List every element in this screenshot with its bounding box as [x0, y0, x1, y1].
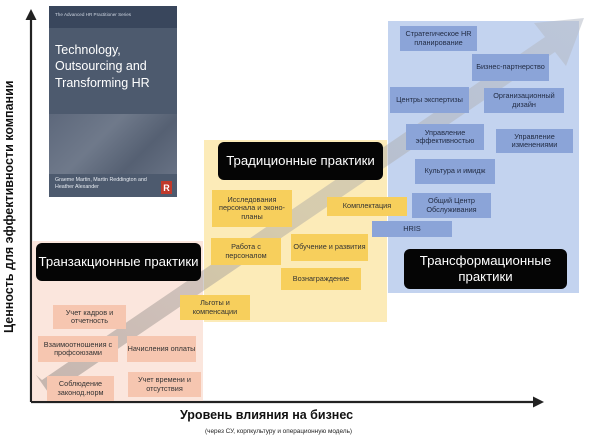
training-box: Обучение и развития	[291, 234, 368, 261]
time-tracking-box: Учет времени и отсутствия	[128, 372, 201, 397]
staff-research-box: Исследования персонала и эконо-планы	[212, 190, 292, 227]
staffing-box: Комплектация	[327, 197, 407, 216]
x-axis-arrowhead	[533, 396, 544, 408]
transactional-label: Транзакционные практики	[36, 243, 201, 281]
hris-box: HRIS	[372, 221, 452, 237]
x-axis-sublabel: (через СУ, корпкультуру и операционную м…	[205, 428, 353, 435]
publisher-logo-icon: R	[161, 181, 172, 194]
compensation-box: Вознаграждение	[281, 268, 361, 290]
book-cover-photo	[49, 114, 177, 174]
book-series-band	[49, 6, 177, 28]
y-axis-label: Ценность для эффективности компании	[2, 80, 16, 333]
benefits-box: Льготы и компенсации	[180, 295, 250, 320]
transformational-label: Трансформационные практики	[404, 249, 567, 289]
x-axis-label: Уровень влияния на бизнес	[180, 408, 354, 422]
expertise-centers-box: Центры экспертизы	[390, 87, 469, 113]
org-design-box: Организационный дизайн	[484, 88, 564, 113]
traditional-label: Традиционные практики	[218, 142, 383, 180]
culture-box: Культура и имидж	[415, 159, 495, 184]
staff-records-box: Учет кадров и отчетность	[53, 305, 126, 329]
y-axis-arrowhead	[25, 9, 37, 20]
strategic-hr-box: Стратегическое HR планирование	[400, 26, 477, 51]
book-authors: Graeme Martin, Martin Reddington and Hea…	[55, 177, 147, 191]
book-title: Technology, Outsourcing and Transforming…	[55, 43, 150, 90]
union-relations-box: Взаимоотношения с профсоюзами	[38, 336, 118, 362]
legal-compliance-box: Соблюдение законод.норм	[47, 376, 114, 401]
payroll-box: Начисления оплаты	[127, 336, 196, 362]
shared-services-box: Общий Центр Обслуживания	[412, 193, 491, 218]
business-partnering-box: Бизнес-партнерство	[472, 54, 549, 81]
book-series: The Advanced HR Practitioner Series	[55, 12, 132, 17]
book-cover: The Advanced HR Practitioner Series Tech…	[49, 6, 177, 197]
staff-work-box: Работа с персоналом	[211, 238, 281, 265]
performance-mgmt-box: Управление эффективностью	[406, 124, 484, 150]
change-mgmt-box: Управление изменениями	[496, 129, 573, 153]
